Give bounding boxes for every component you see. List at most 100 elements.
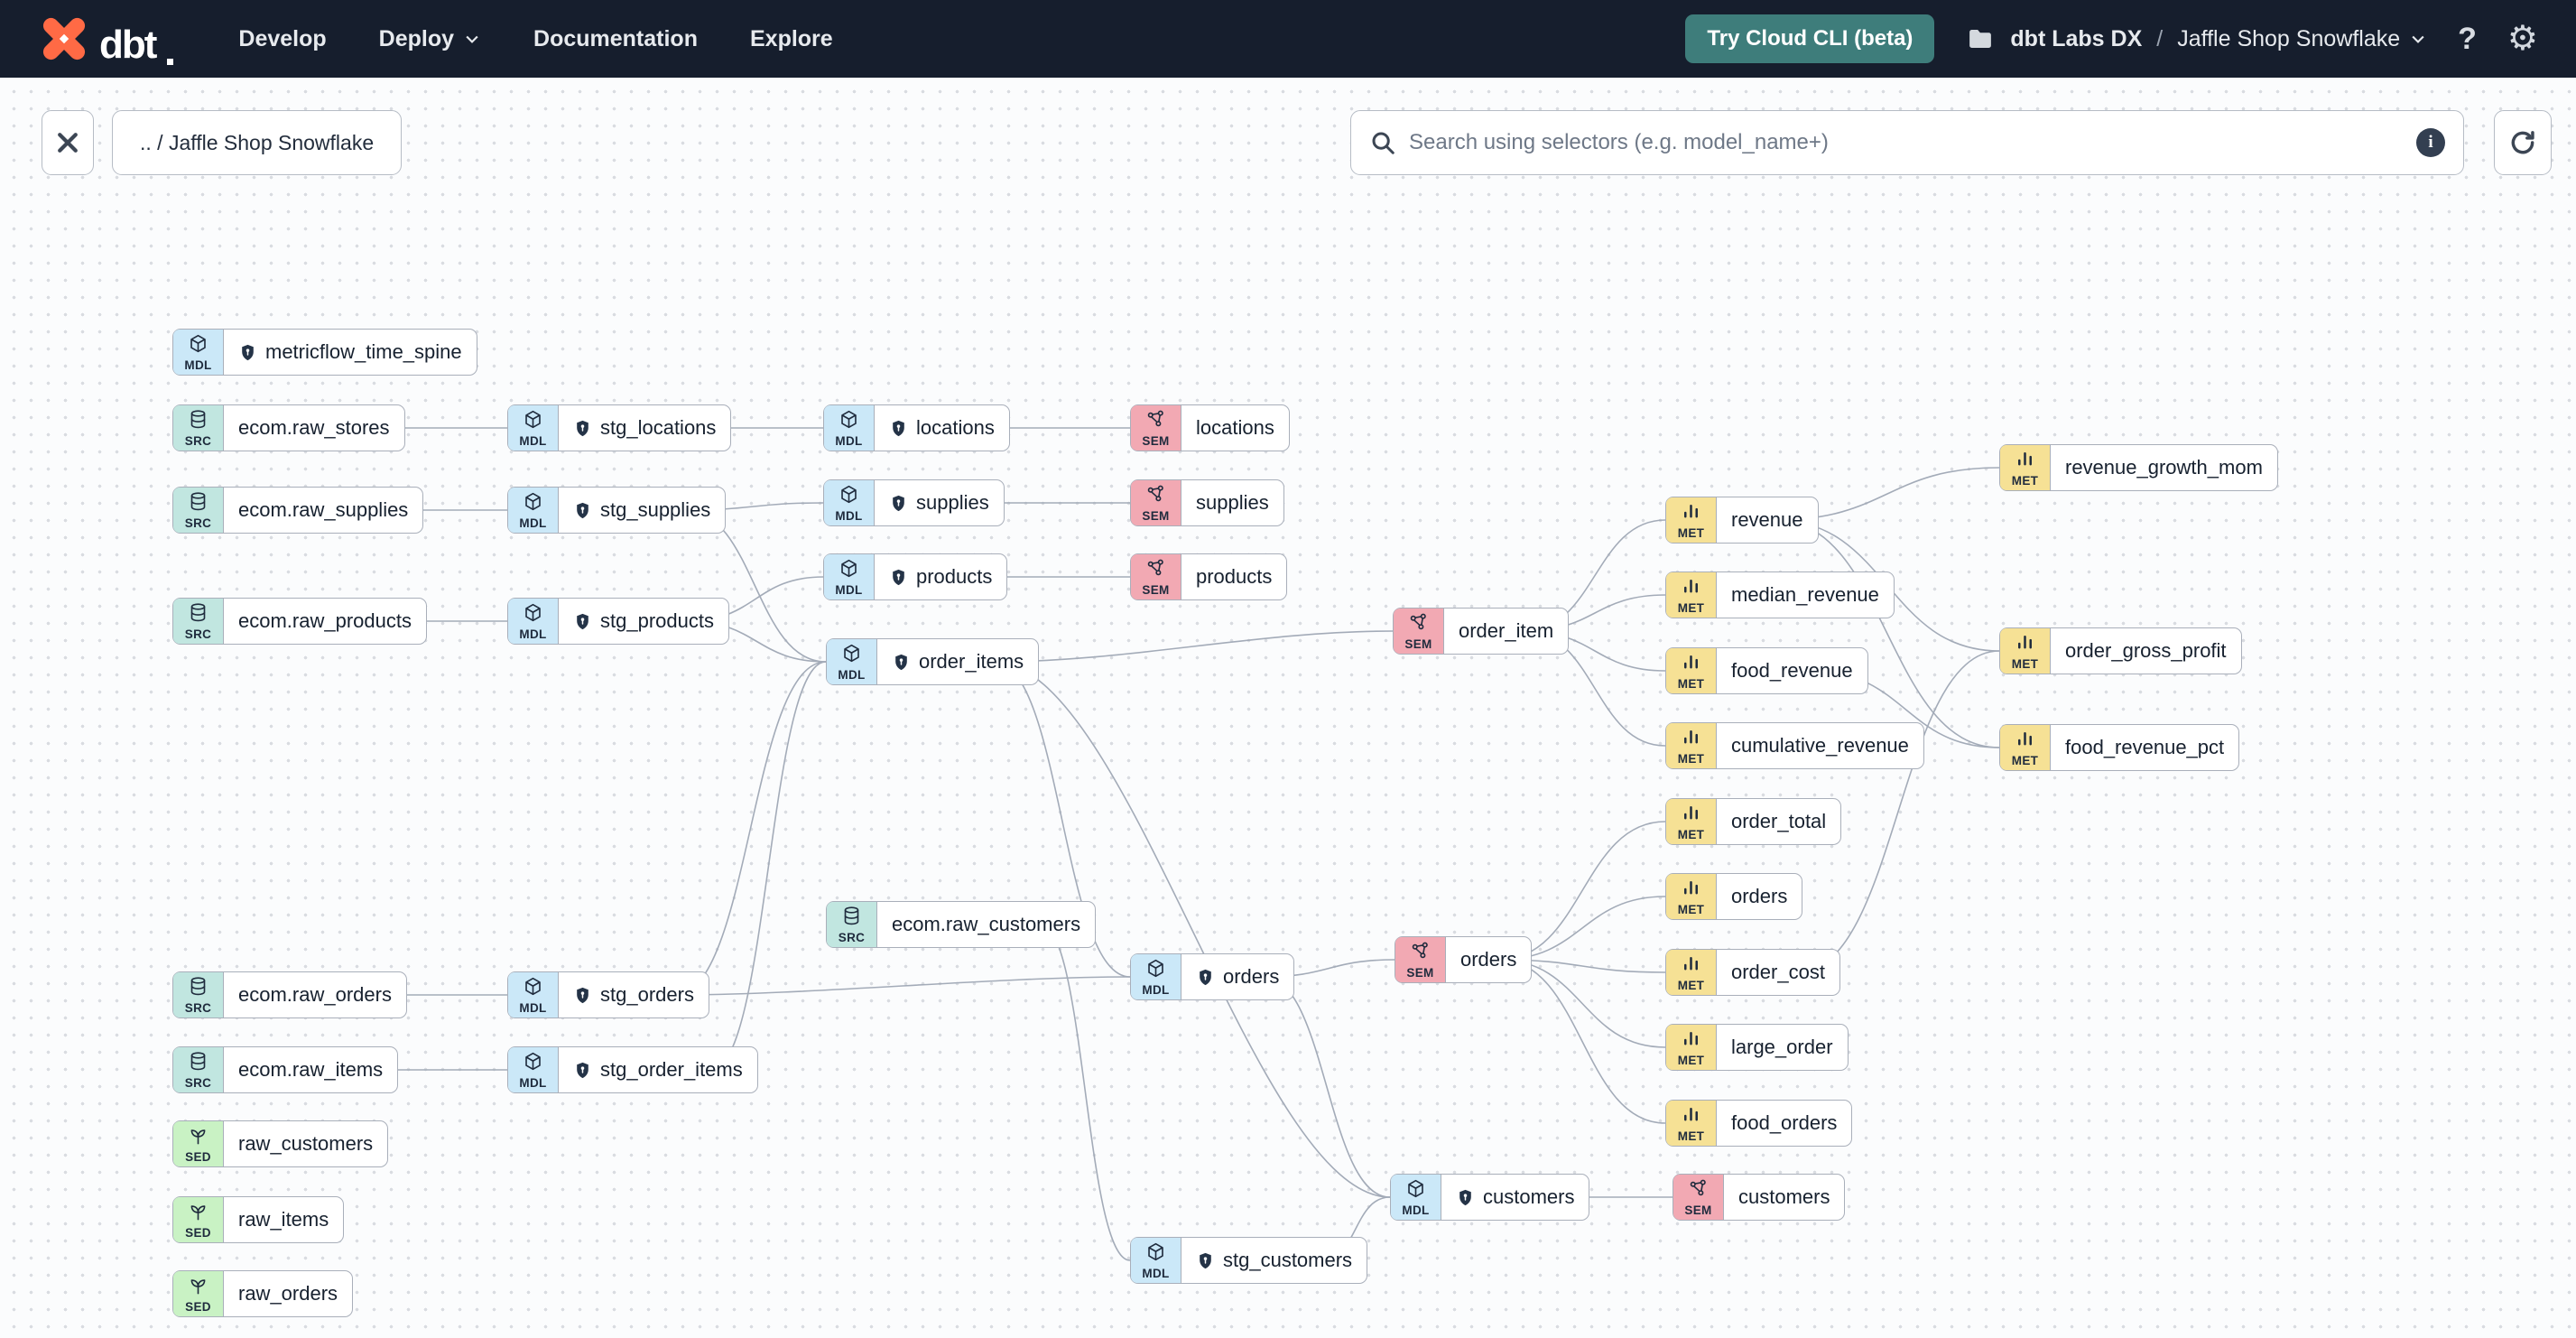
node-type-badge: SRC — [184, 627, 212, 642]
node-type-badge: SED — [185, 1226, 211, 1240]
account-name[interactable]: dbt Labs DX — [2010, 25, 2143, 51]
model-cube-icon — [839, 409, 859, 434]
shield-icon — [242, 344, 254, 360]
node-label-cell: stg_order_items — [559, 1047, 757, 1092]
close-lineage-button[interactable] — [42, 110, 94, 175]
node-ecom_raw_products[interactable]: SRC ecom.raw_products — [172, 598, 427, 645]
node-type-cell: SRC — [173, 488, 224, 533]
metric-bars-icon — [1681, 501, 1701, 526]
node-type-cell: MET — [1666, 572, 1717, 618]
model-cube-icon — [523, 409, 543, 434]
node-label-cell: revenue — [1717, 497, 1818, 543]
settings-gear-icon[interactable]: ⚙ — [2507, 20, 2538, 58]
try-cloud-cli-button[interactable]: Try Cloud CLI (beta) — [1685, 14, 1935, 63]
node-label: supplies — [916, 491, 989, 514]
help-button[interactable]: ? — [2458, 21, 2477, 56]
lineage-breadcrumb[interactable]: .. / Jaffle Shop Snowflake — [112, 110, 403, 175]
search-input[interactable] — [1409, 130, 2404, 155]
shield-icon — [577, 1062, 588, 1078]
node-type-badge: MDL — [519, 516, 547, 531]
node-label: raw_customers — [238, 1132, 374, 1155]
node-type-cell: MDL — [1391, 1175, 1441, 1220]
nav-item-documentation[interactable]: Documentation — [533, 25, 698, 51]
node-label-cell: products — [1181, 554, 1286, 599]
node-type-badge: SRC — [838, 931, 866, 945]
dbt-logo-text: dbt — [99, 23, 157, 67]
node-label: cumulative_revenue — [1731, 734, 1909, 757]
node-label: locations — [916, 416, 995, 439]
refresh-lineage-button[interactable] — [2494, 110, 2552, 175]
model-cube-icon — [523, 1051, 543, 1076]
search-icon — [1372, 132, 1395, 154]
node-label-cell: orders — [1181, 954, 1293, 999]
selector-search[interactable]: i — [1350, 110, 2464, 175]
node-label-cell: ecom.raw_products — [224, 599, 426, 644]
nav-item-develop[interactable]: Develop — [238, 25, 327, 51]
edge-order_items-to-order_item_sem — [993, 630, 1394, 663]
node-type-badge: MET — [2011, 474, 2039, 488]
node-label: stg_customers — [1223, 1249, 1353, 1271]
metric-bars-icon — [2015, 729, 2035, 754]
node-type-badge: MDL — [835, 583, 863, 598]
node-label-cell: ecom.raw_supplies — [224, 488, 422, 533]
node-label: orders — [1731, 885, 1788, 907]
node-type-cell: SEM — [1131, 480, 1181, 525]
node-type-badge: MET — [1677, 526, 1705, 541]
nav-item-explore[interactable]: Explore — [749, 25, 833, 51]
node-label-cell: cumulative_revenue — [1717, 723, 1923, 768]
node-stg_customers[interactable]: MDL stg_customers — [1130, 1237, 1368, 1284]
node-type-cell: MET — [1666, 950, 1717, 995]
search-info-icon[interactable]: i — [2416, 128, 2445, 157]
node-label-cell: ecom.raw_items — [224, 1047, 397, 1092]
node-type-cell: SRC — [173, 1047, 224, 1092]
node-ecom_raw_supplies[interactable]: SRC ecom.raw_supplies — [172, 487, 424, 534]
node-type-cell: SRC — [173, 405, 224, 451]
project-selector[interactable]: Jaffle Shop Snowflake — [2177, 26, 2427, 52]
nav-item-deploy[interactable]: Deploy — [379, 26, 481, 52]
node-label: ecom.raw_supplies — [238, 498, 409, 521]
dbt-logo[interactable]: dbt — [38, 13, 174, 67]
node-type-badge: MDL — [1142, 1267, 1170, 1281]
node-revenue[interactable]: MET revenue — [1665, 497, 1819, 544]
node-label-cell: locations — [1181, 405, 1289, 451]
node-label: locations — [1196, 416, 1274, 439]
node-label-cell: stg_locations — [559, 405, 730, 451]
